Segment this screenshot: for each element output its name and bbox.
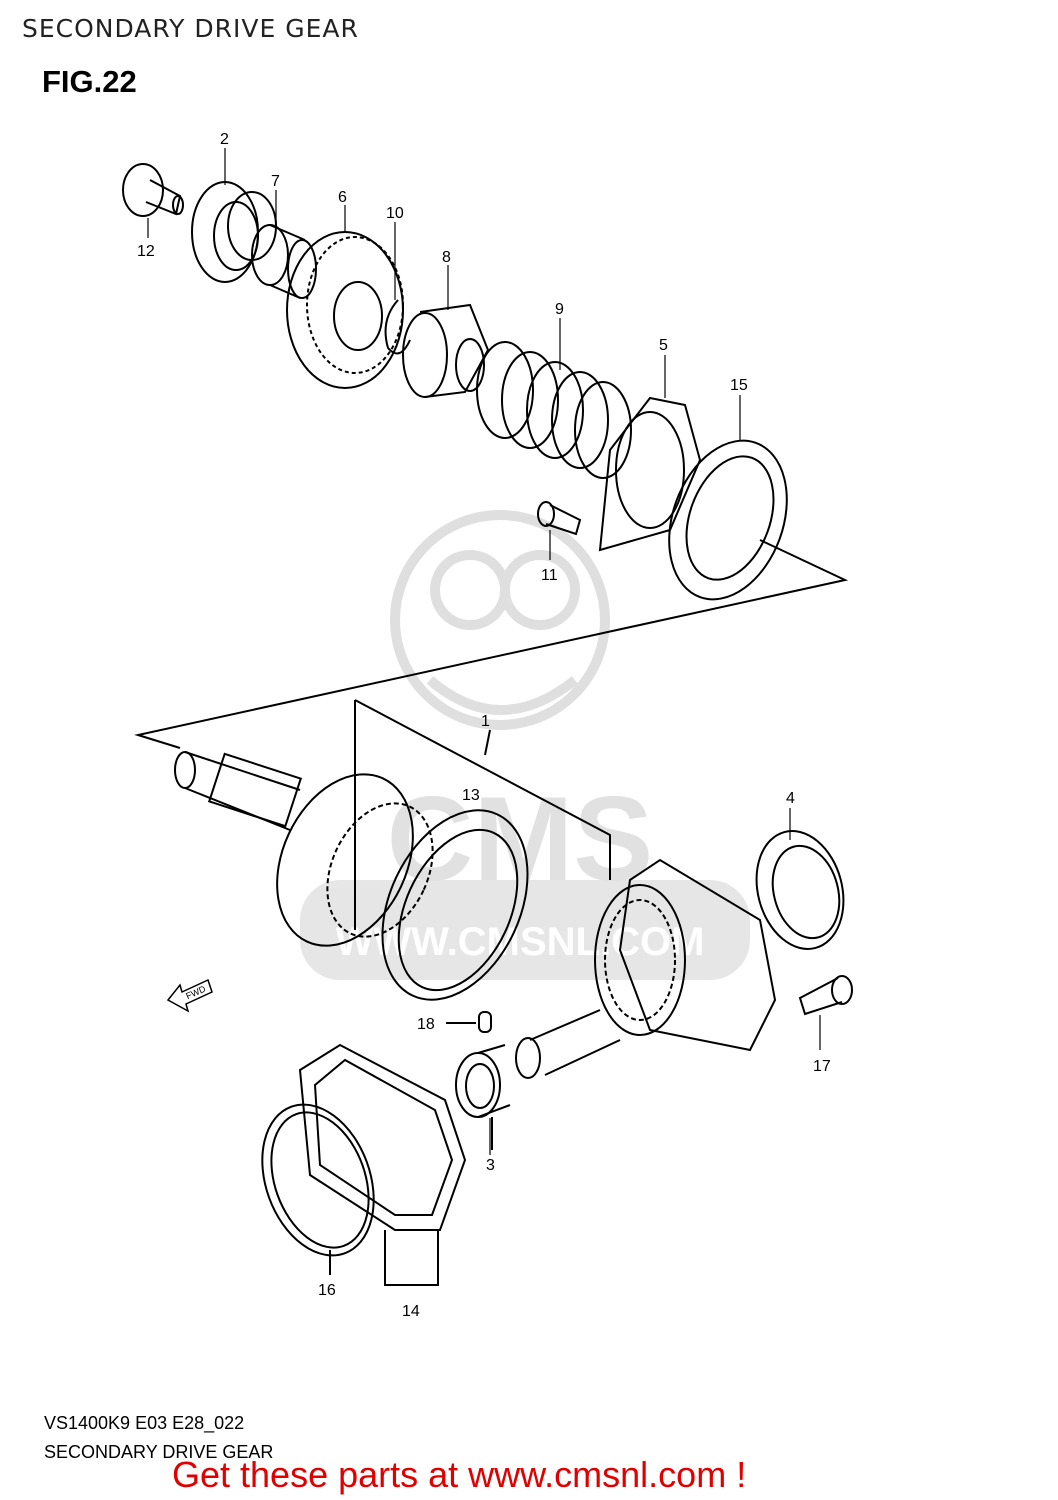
callout-11: 11	[541, 567, 558, 584]
callout-15: 15	[730, 377, 748, 394]
callout-labels: 2 7 6 10 8 12 9 5 15 11 1 13 4 18 17 3 1…	[137, 131, 831, 1320]
part-15-shim	[668, 439, 788, 601]
callout-6: 6	[338, 189, 347, 206]
part-6-gear	[286, 231, 404, 389]
part-17-bolt	[798, 975, 853, 1016]
callout-8: 8	[442, 249, 451, 266]
model-code: VS1400K9 E03 E28_022	[44, 1413, 245, 1433]
part-7-sleeve	[251, 224, 317, 299]
assembly-guide-line	[134, 539, 849, 749]
leader-lines	[147, 148, 821, 1155]
callout-7: 7	[271, 173, 280, 190]
part-3-needle-bearing	[455, 1044, 511, 1150]
parts-shop-link[interactable]: Get these parts at www.cmsnl.com !	[172, 1454, 747, 1495]
page-title: SECONDARY DRIVE GEAR	[22, 14, 359, 43]
callout-12: 12	[137, 243, 155, 260]
part-11-bolt	[537, 501, 582, 536]
fwd-direction-arrow: FWD	[166, 978, 213, 1013]
part-2-bearing	[191, 181, 277, 283]
part-18-dowel	[446, 1011, 492, 1033]
fwd-label: FWD	[184, 984, 207, 1002]
part-13-ring	[381, 809, 529, 1001]
callout-2: 2	[220, 131, 229, 148]
callout-3: 3	[486, 1157, 495, 1174]
part-1-bracket	[354, 699, 611, 930]
callout-14: 14	[402, 1303, 420, 1320]
part-9-spring	[476, 341, 632, 479]
figure-label: FIG.22	[42, 64, 137, 99]
pinion-housing	[515, 858, 777, 1079]
part-14-gasket	[298, 1043, 467, 1286]
footer-caption: SECONDARY DRIVE GEAR	[44, 1442, 274, 1462]
callout-13: 13	[462, 787, 480, 804]
callout-4: 4	[786, 790, 795, 807]
callout-9: 9	[555, 301, 564, 318]
watermark-logo: CMS WWW.CMSNL.COM	[300, 510, 750, 980]
watermark-url: WWW.CMSNL.COM	[336, 920, 705, 964]
callout-18: 18	[417, 1016, 435, 1033]
callout-10: 10	[386, 205, 404, 222]
part-4-oil-seal	[755, 830, 845, 950]
part-16-o-ring	[261, 1103, 375, 1275]
callout-1: 1	[481, 713, 490, 730]
part-8-cam	[402, 303, 490, 398]
part-1-final-drive-shaft	[174, 751, 434, 947]
callout-5: 5	[659, 337, 668, 354]
callout-17: 17	[813, 1058, 831, 1075]
callout-16: 16	[318, 1282, 336, 1299]
part-12-bolt	[122, 163, 184, 217]
